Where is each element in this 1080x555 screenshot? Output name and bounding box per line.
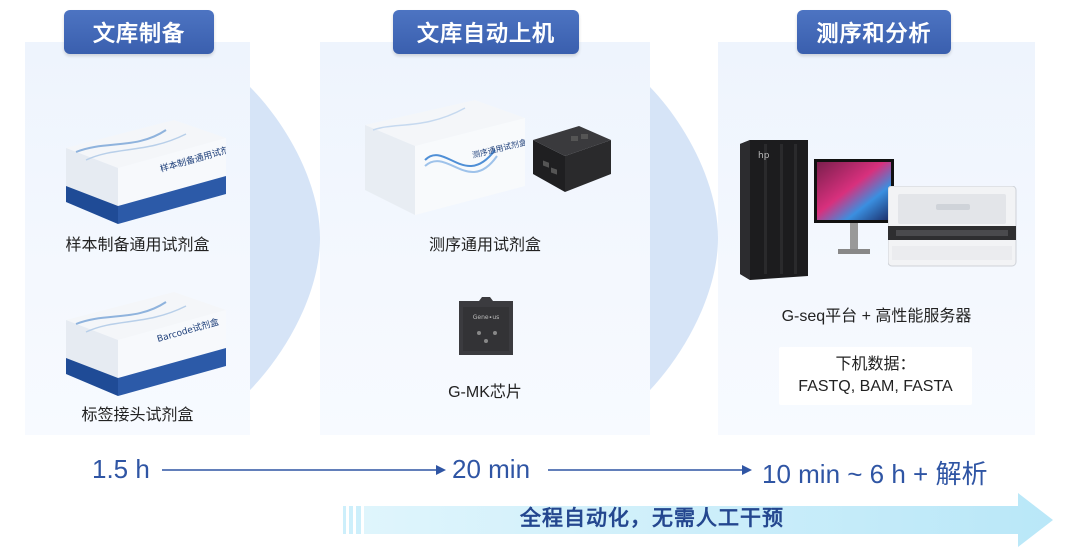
timeline-arrow-1-head bbox=[436, 465, 446, 475]
chip-brand-text: Gene∙us bbox=[473, 314, 500, 321]
g-mk-chip-image: Gene∙us bbox=[455, 297, 517, 359]
barcode-kit-image: Barcode试剂盒 bbox=[66, 292, 226, 396]
seq-kit-image: 测序通用试剂盒 bbox=[365, 100, 525, 215]
sequencer-instrument-image bbox=[888, 186, 1018, 270]
output-data-title: 下机数据： bbox=[835, 356, 916, 373]
svg-text:hp: hp bbox=[758, 151, 770, 161]
stage-title-library-prep: 文库制备 bbox=[64, 10, 214, 54]
flow-chevron-1 bbox=[250, 87, 320, 390]
timeline-time-auto-loading: 20 min bbox=[452, 454, 531, 484]
monitor-image bbox=[812, 157, 896, 257]
barcode-kit-label: 标签接头试剂盒 bbox=[81, 407, 194, 424]
output-data-box: 下机数据： FASTQ, BAM, FASTA bbox=[779, 347, 972, 405]
chip-label: G-MK芯片 bbox=[448, 384, 522, 401]
automation-banner-text: 全程自动化，无需人工干预 bbox=[520, 507, 784, 530]
workstation-tower-image: hp bbox=[740, 140, 810, 280]
sample-prep-kit-label: 样本制备通用试剂盒 bbox=[65, 237, 210, 254]
timeline-arrow-2-head bbox=[742, 465, 752, 475]
timeline-time-seq-analysis: 10 min ~ 6 h + 解析 bbox=[762, 459, 988, 489]
sample-prep-kit-image: 样本制备通用试剂盒 bbox=[66, 120, 226, 224]
seq-kit-label: 测序通用试剂盒 bbox=[428, 237, 541, 254]
output-data-formats: FASTQ, BAM, FASTA bbox=[798, 378, 953, 395]
flow-chevron-2 bbox=[650, 87, 718, 390]
reagent-cartridge-image bbox=[525, 118, 615, 194]
platform-label: G-seq平台 + 高性能服务器 bbox=[781, 308, 972, 325]
automation-banner-arrow bbox=[343, 493, 1053, 547]
timeline-time-library-prep: 1.5 h bbox=[92, 454, 150, 484]
stage-title-seq-analysis: 测序和分析 bbox=[797, 10, 951, 54]
stage-title-auto-loading: 文库自动上机 bbox=[393, 10, 579, 54]
